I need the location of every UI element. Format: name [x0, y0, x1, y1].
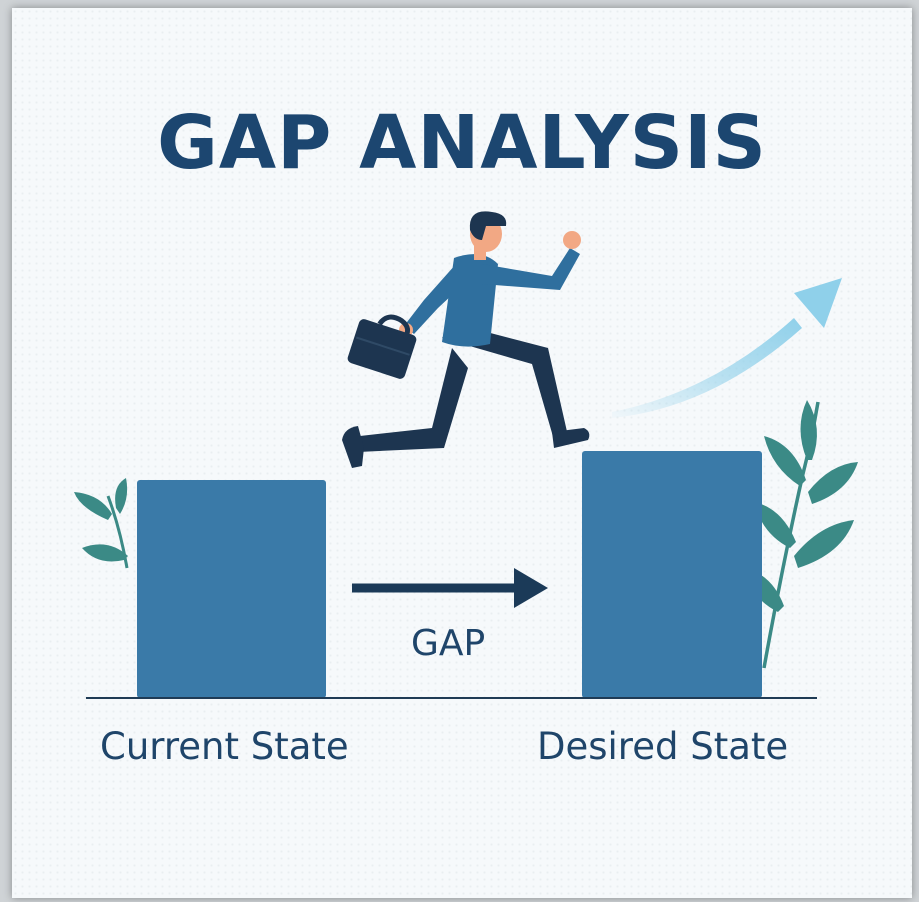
- leaf: [754, 502, 796, 548]
- forward-hand: [563, 231, 581, 249]
- briefcase-icon: [347, 314, 417, 379]
- businessman-figure: [342, 211, 590, 468]
- page-title: GAP ANALYSIS: [157, 100, 767, 186]
- desired-state-block: [582, 451, 762, 698]
- leaf: [794, 520, 854, 568]
- gap-label: GAP: [411, 623, 486, 664]
- leaf: [74, 492, 112, 520]
- diagram-canvas: GAP ANALYSIS: [12, 8, 912, 898]
- front-shoe: [552, 428, 590, 448]
- front-leg: [442, 324, 568, 440]
- leaf: [82, 544, 128, 562]
- back-shoe: [342, 426, 364, 468]
- forward-arm: [482, 248, 580, 290]
- current-state-block: [137, 480, 326, 698]
- current-state-label: Current State: [100, 725, 349, 768]
- leaf: [800, 400, 817, 460]
- hair: [469, 211, 507, 240]
- gap-arrow: [352, 568, 548, 608]
- desired-state-label: Desired State: [537, 725, 789, 768]
- leaf: [115, 478, 128, 514]
- left-plant: [74, 478, 129, 569]
- leaf: [764, 436, 806, 486]
- growth-arrow-icon: [612, 278, 842, 418]
- leaf: [808, 462, 858, 504]
- illustration: [74, 211, 858, 699]
- back-leg: [358, 348, 468, 452]
- back-arm: [404, 264, 468, 334]
- dot-texture: [12, 8, 912, 898]
